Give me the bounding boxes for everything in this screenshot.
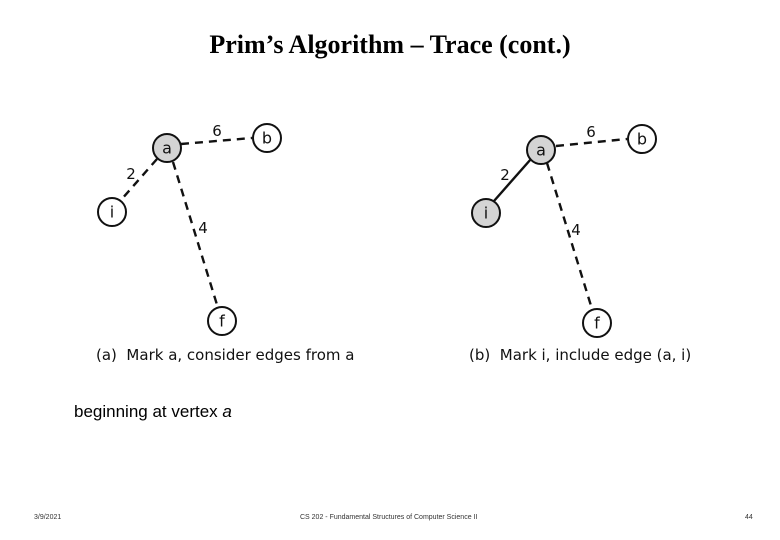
diagram-caption: (b) Mark i, include edge (a, i) [469,346,691,364]
weight-a-f: 4 [198,219,208,237]
node-f [207,306,237,336]
diagram-a: 6 2 4 a b i f (a) Mark a, consider edges… [96,122,354,364]
node-label-b: b [262,129,272,148]
body-text-prefix: beginning at vertex [74,402,223,421]
body-text-vertex: a [222,402,232,421]
node-label-i: i [110,203,114,222]
diagram-caption: (a) Mark a, consider edges from a [96,346,354,364]
node-label-b: b [637,130,647,149]
edge-a-i [120,158,158,201]
edge-a-b [555,137,628,148]
node-label-f: f [219,312,225,331]
weight-a-b: 6 [586,123,596,141]
node-i [471,198,501,228]
edge-a-b [180,136,253,146]
weight-a-f: 4 [571,221,581,239]
weight-a-b: 6 [212,122,222,140]
footer-date: 3/9/2021 [34,514,62,521]
node-a [152,133,182,163]
node-label-i: i [484,204,488,223]
node-label-a: a [536,141,546,160]
weight-a-i: 2 [500,166,510,184]
node-a [526,135,556,165]
slide-title: Prim’s Algorithm – Trace (cont.) [209,30,571,59]
node-b [627,124,657,154]
footer-page-number: 44 [745,514,753,521]
body-text: beginning at vertex a [74,402,232,422]
node-f [582,308,612,338]
footer-course: CS 202 - Fundamental Structures of Compu… [300,514,478,521]
node-b [252,123,282,153]
edge-a-f [171,161,220,309]
node-i [97,197,127,227]
edge-a-f [545,162,594,310]
weight-a-i: 2 [126,165,136,183]
edge-a-i [493,158,532,202]
node-label-f: f [594,314,600,333]
node-label-a: a [162,139,172,158]
diagram-b: 6 2 4 a b i f (b) Mark i, include edge (… [469,123,691,364]
